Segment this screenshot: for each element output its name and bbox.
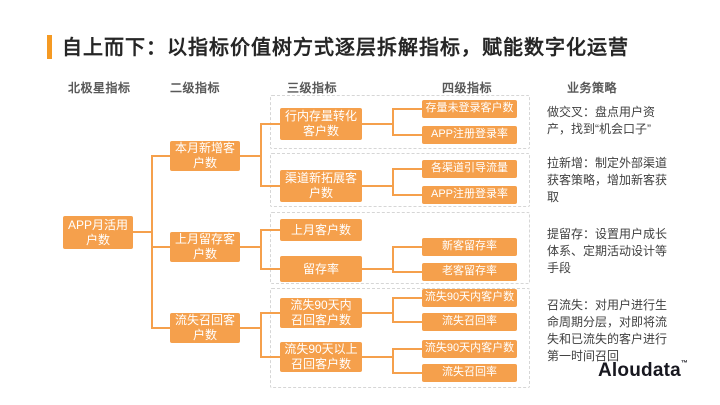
connector-line [151,155,153,329]
node-new-customers-this-month: 本月新增客 户数 [170,141,240,171]
node-app-register-login-rate-1: APP注册登录率 [422,126,517,144]
brand-logo-text: Aloudata [598,360,681,381]
node-retention-rate: 留存率 [280,256,362,282]
connector-line [392,297,422,299]
connector-line [392,348,422,350]
connector-line [260,229,280,231]
strategy-new-acquisition: 拉新增：制定外部渠道 获客策略，增加新客获 取 [547,156,668,204]
connector-line [392,321,422,323]
group-frame-retention [270,212,530,284]
column-header-north-star-metric: 北极星指标 [68,81,131,95]
node-new-customer-retention-rate: 新客留存率 [422,238,517,256]
connector-line [151,246,170,248]
node-old-customer-retention-rate: 老客留存率 [422,263,517,281]
column-header-level2-metric: 二级指标 [170,81,221,95]
connector-line [392,168,394,196]
group-frame-channel-expansion [270,153,530,207]
connector-line [260,356,280,358]
connector-line [240,327,260,329]
strategy-improve-retention: 提留存：设置用户成长 体系、定期活动设计等 手段 [547,227,668,275]
connector-line [392,108,394,136]
node-internal-stock-converted-customers: 行内存量转化 客户数 [280,108,362,140]
connector-line [260,312,280,314]
column-header-level3-metric: 三级指标 [287,81,338,95]
group-frame-stock-conversion [270,95,530,149]
connector-line [392,246,422,248]
connector-line [362,356,392,358]
strategy-cross-sell: 做交叉：盘点用户资 产，找到“机会口子” [547,105,656,136]
connector-line [151,327,170,329]
node-retained-customers-last-month: 上月留存客 户数 [170,232,240,262]
node-channel-guided-traffic: 各渠道引导流量 [422,160,517,178]
group-frame-churn-recall [270,288,530,388]
connector-line [260,312,262,358]
column-header-business-strategy: 业务策略 [567,81,618,95]
connector-line [362,312,392,314]
node-recall-over-90days-customers: 流失90天以上 召回客户数 [280,342,362,372]
connector-line [240,246,260,248]
node-churn-recalled-customers: 流失召回客 户数 [170,313,240,343]
connector-line [260,185,280,187]
connector-line [260,123,280,125]
connector-line [392,194,422,196]
node-churn-recall-rate-1: 流失召回率 [422,313,517,331]
connector-line [260,229,262,270]
connector-line [260,268,280,270]
node-app-monthly-active-users: APP月活用 户数 [63,216,133,249]
connector-line [392,246,394,273]
connector-line [362,185,392,187]
connector-line [151,155,170,157]
connector-line [392,168,422,170]
connector-line [362,123,392,125]
connector-line [392,271,422,273]
connector-line [392,372,422,374]
connector-line [392,348,394,374]
connector-line [240,155,260,157]
node-churn-recall-rate-2: 流失召回率 [422,364,517,382]
column-header-level4-metric: 四级指标 [442,81,493,95]
trademark-symbol: ™ [680,360,689,367]
node-app-register-login-rate-2: APP注册登录率 [422,186,517,204]
brand-logo: Aloudata™ [598,360,688,382]
node-recall-within-90days-customers: 流失90天内 召回客户数 [280,298,362,328]
title-accent-bar [47,35,52,59]
node-churn-90days-customers-2: 流失90天内客户数 [422,340,517,358]
connector-line [133,231,151,233]
connector-line [362,268,392,270]
connector-line [392,134,422,136]
node-channel-new-expansion-customers: 渠道新拓展客 户数 [280,170,362,202]
page-title: 自上而下：以指标价值树方式逐层拆解指标，赋能数字化运营 [62,37,629,59]
strategy-recall-churned: 召流失：对用户进行生 命周期分层，对即将流 失和已流失的客户进行 第一时间召回 [547,298,668,363]
node-stock-unlogged-customers: 存量未登录客户数 [422,100,517,118]
connector-line [392,108,422,110]
node-churn-90days-customers-1: 流失90天内客户数 [422,289,517,307]
connector-line [260,123,262,187]
connector-line [392,297,394,323]
node-last-month-customers: 上月客户数 [280,219,362,241]
